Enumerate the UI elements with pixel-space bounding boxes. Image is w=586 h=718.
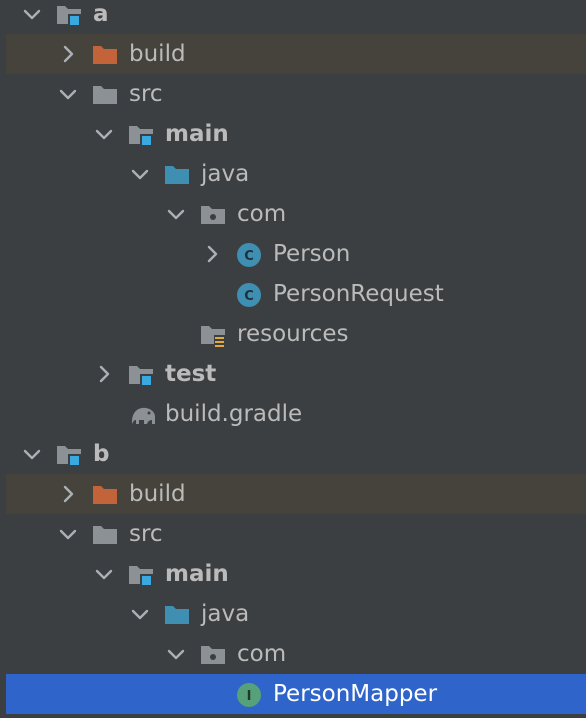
source-root-folder-icon	[164, 161, 190, 187]
tree-row[interactable]: java	[0, 594, 586, 634]
chevron-right-icon[interactable]	[200, 234, 224, 274]
tree-item-label: com	[237, 641, 287, 667]
module-folder-icon	[128, 121, 154, 147]
tree-row[interactable]: src	[0, 74, 586, 114]
excluded-folder-icon	[92, 481, 118, 507]
tree-item-label: b	[93, 441, 110, 467]
tree-item-label: src	[129, 521, 163, 547]
tree-row[interactable]: com	[0, 634, 586, 674]
package-icon	[200, 641, 226, 667]
tree-item-label: main	[165, 121, 229, 147]
tree-row[interactable]: C Person	[0, 234, 586, 274]
folder-icon	[92, 81, 118, 107]
tree-item-label: com	[237, 201, 287, 227]
gradle-elephant-icon	[128, 401, 155, 427]
source-root-folder-icon	[164, 601, 190, 627]
svg-text:I: I	[247, 689, 252, 704]
module-folder-icon	[56, 441, 82, 467]
interface-icon: I	[236, 681, 262, 707]
chevron-down-icon[interactable]	[56, 514, 80, 554]
svg-text:C: C	[244, 289, 254, 304]
class-icon: C	[236, 281, 262, 307]
class-icon: C	[236, 241, 262, 267]
tree-row[interactable]: com	[0, 194, 586, 234]
tree-row[interactable]: build	[6, 34, 586, 74]
svg-text:C: C	[244, 249, 254, 264]
tree-item-label: test	[165, 361, 217, 387]
tree-row[interactable]: build	[6, 474, 586, 514]
tree-row[interactable]: test	[0, 354, 586, 394]
chevron-down-icon[interactable]	[20, 0, 44, 34]
tree-item-label: java	[201, 161, 250, 187]
chevron-down-icon[interactable]	[92, 114, 116, 154]
chevron-right-icon[interactable]	[56, 34, 80, 74]
tree-row[interactable]: C PersonRequest	[0, 274, 586, 314]
tree-item-label: main	[165, 561, 229, 587]
excluded-folder-icon	[92, 41, 118, 67]
module-folder-icon	[128, 561, 154, 587]
tree-item-label: build.gradle	[165, 401, 303, 427]
tree-row[interactable]: main	[0, 554, 586, 594]
chevron-down-icon[interactable]	[92, 554, 116, 594]
package-icon	[200, 201, 226, 227]
tree-item-label: a	[93, 1, 109, 27]
chevron-down-icon[interactable]	[164, 634, 188, 674]
tree-item-label: PersonMapper	[273, 681, 438, 707]
module-folder-icon	[128, 361, 154, 387]
chevron-down-icon[interactable]	[164, 194, 188, 234]
chevron-down-icon[interactable]	[128, 594, 152, 634]
tree-item-label: resources	[237, 321, 349, 347]
tree-row[interactable]: I PersonMapper	[6, 674, 586, 714]
chevron-right-icon[interactable]	[56, 474, 80, 514]
tree-row[interactable]: b	[0, 434, 586, 474]
tree-row[interactable]: resources	[0, 314, 586, 354]
chevron-down-icon[interactable]	[128, 154, 152, 194]
tree-row[interactable]: main	[0, 114, 586, 154]
tree-item-label: build	[129, 41, 186, 67]
tree-item-label: PersonRequest	[273, 281, 444, 307]
tree-item-label: src	[129, 81, 163, 107]
chevron-down-icon[interactable]	[56, 74, 80, 114]
tree-row[interactable]: a	[0, 0, 586, 34]
tree-item-label: build	[129, 481, 186, 507]
module-folder-icon	[56, 1, 82, 27]
folder-icon	[92, 521, 118, 547]
chevron-right-icon[interactable]	[92, 354, 116, 394]
chevron-down-icon[interactable]	[20, 434, 44, 474]
tree-item-label: Person	[273, 241, 351, 267]
resources-folder-icon	[200, 321, 226, 347]
tree-row[interactable]: src	[0, 514, 586, 554]
tree-row[interactable]: build.gradle	[0, 394, 586, 434]
tree-row[interactable]: java	[0, 154, 586, 194]
tree-item-label: java	[201, 601, 250, 627]
